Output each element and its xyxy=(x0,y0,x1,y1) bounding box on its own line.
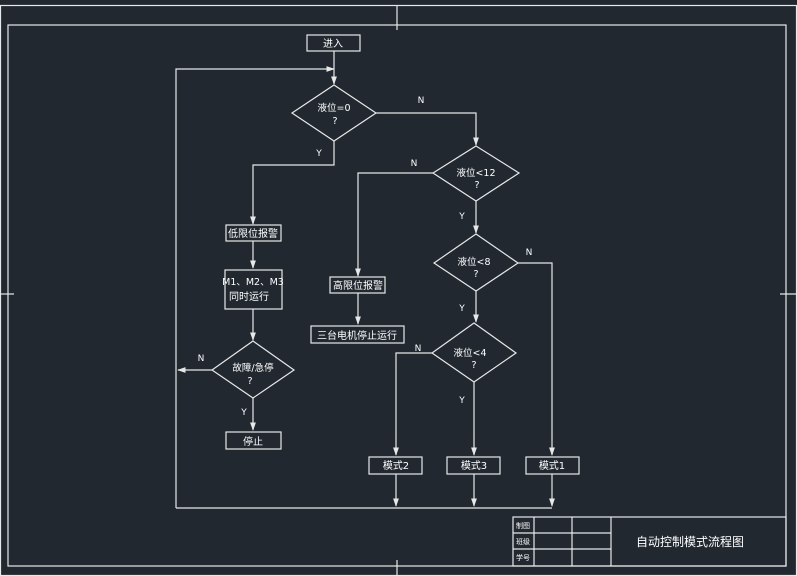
decision-level-zero: 液位=0 ? xyxy=(290,84,378,142)
node-high-limit-alarm-label: 高限位报警 xyxy=(333,279,383,292)
decision-level-12: 液位<12 ? xyxy=(431,145,521,202)
node-enter: 进入 xyxy=(306,34,361,52)
decision-level-12-label: 液位<12 xyxy=(456,167,495,179)
edge-label-no: N xyxy=(198,354,205,364)
edge-label-yes: Y xyxy=(458,396,465,406)
decision-level-12-question: ? xyxy=(474,180,479,191)
node-run-all-motors-line1: M1、M2、M3 xyxy=(222,277,284,288)
decision-fault-estop: 故障/急停 ? xyxy=(210,340,296,399)
decision-fault-estop-label: 故障/急停 xyxy=(232,362,274,374)
node-mode-1-label: 模式1 xyxy=(539,459,565,472)
title-block-class: 班级 xyxy=(516,537,530,546)
decision-level-zero-label: 液位=0 xyxy=(317,102,350,114)
title-block: 制图 班级 学号 自动控制模式流程图 xyxy=(512,516,787,567)
decision-level-zero-question: ? xyxy=(332,116,337,127)
decision-level-4-question: ? xyxy=(471,360,476,371)
decision-level-8-question: ? xyxy=(473,269,478,280)
edge-label-yes: Y xyxy=(458,212,465,222)
node-mode-2-label: 模式2 xyxy=(383,459,409,472)
edge-label-yes: Y xyxy=(458,304,465,314)
title-block-drawn-by: 制图 xyxy=(516,521,530,530)
decision-level-4-label: 液位<4 xyxy=(453,347,486,359)
decision-level-8: 液位<8 ? xyxy=(432,233,520,292)
node-mode-3: 模式3 xyxy=(446,456,501,475)
node-run-all-motors-line2: 同时运行 xyxy=(229,290,269,303)
drawing-frame xyxy=(0,4,797,576)
node-mode-3-label: 模式3 xyxy=(461,459,487,472)
node-stop-label: 停止 xyxy=(243,435,263,448)
edge-label-no: N xyxy=(418,96,425,106)
node-mode-2: 模式2 xyxy=(368,456,423,475)
title-block-student-id: 学号 xyxy=(516,553,530,562)
edge-label-no: N xyxy=(526,248,533,258)
node-mode-1: 模式1 xyxy=(525,456,580,475)
edge-label-no: N xyxy=(411,159,418,169)
drawing-title: 自动控制模式流程图 xyxy=(636,534,744,549)
node-enter-label: 进入 xyxy=(323,38,343,50)
edge-label-no: N xyxy=(415,344,422,354)
node-run-all-motors: M1、M2、M3 同时运行 xyxy=(222,269,284,310)
connectors xyxy=(175,51,555,509)
node-low-limit-alarm-label: 低限位报警 xyxy=(228,227,278,240)
node-stop-three-motors-label: 三台电机停止运行 xyxy=(317,329,397,342)
node-high-limit-alarm: 高限位报警 xyxy=(329,276,386,294)
edge-label-yes: Y xyxy=(315,149,322,159)
decision-level-4: 液位<4 ? xyxy=(430,322,518,383)
node-stop-three-motors: 三台电机停止运行 xyxy=(310,325,405,344)
decision-fault-estop-question: ? xyxy=(247,376,252,387)
node-low-limit-alarm: 低限位报警 xyxy=(225,224,282,242)
node-stop: 停止 xyxy=(225,431,282,450)
decision-level-8-label: 液位<8 xyxy=(457,256,490,268)
edge-label-yes: Y xyxy=(240,408,247,418)
